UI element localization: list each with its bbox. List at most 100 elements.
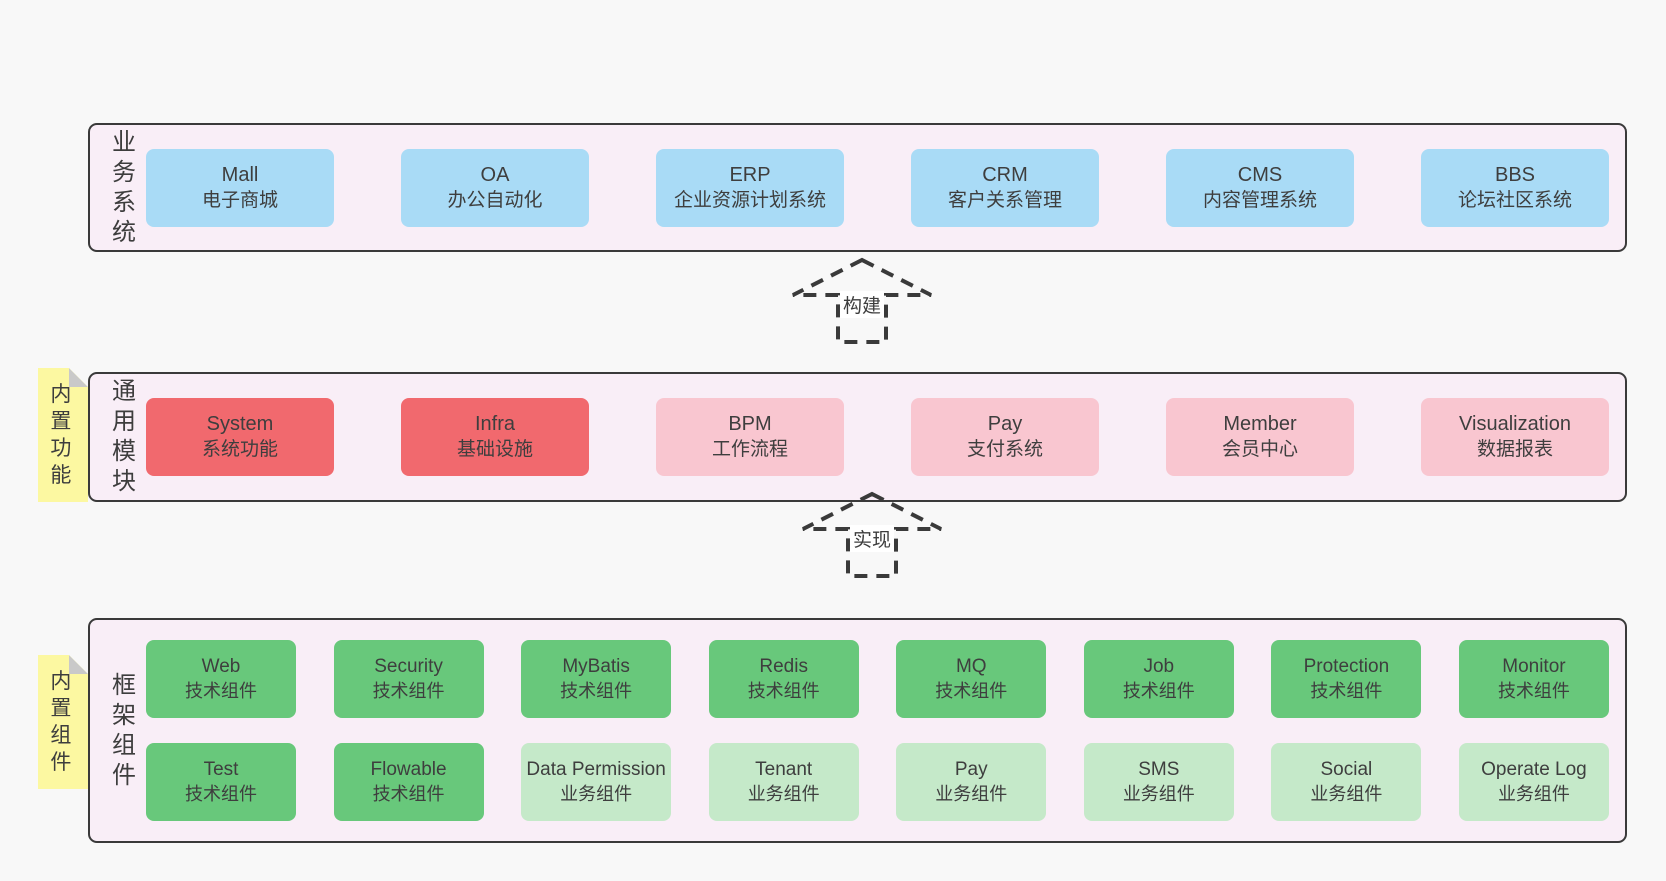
panel-label-business-systems: 业务系统 <box>102 128 146 248</box>
module-box-member: Member 会员中心 <box>1166 398 1354 476</box>
module-box-name: CRM <box>982 163 1028 186</box>
module-box-name: CMS <box>1237 163 1283 186</box>
sticky-note-built-in-features: 内置功能 <box>38 368 88 502</box>
module-box-data-permission: Data Permission 业务组件 <box>521 743 672 821</box>
module-box-name: Social <box>1320 759 1373 780</box>
module-box-desc: 技术组件 <box>185 784 257 804</box>
module-box-desc: 技术组件 <box>372 784 445 804</box>
module-box-infra: Infra 基础设施 <box>401 398 589 476</box>
module-box-pay: Pay 支付系统 <box>911 398 1099 476</box>
module-box-name: Visualization <box>1459 413 1571 435</box>
module-box-desc: 工作流程 <box>711 439 788 460</box>
module-box-redis: Redis 技术组件 <box>708 640 859 718</box>
module-box-cms: CMS 内容管理系统 <box>1166 148 1354 227</box>
module-box-name: ERP <box>729 163 771 186</box>
panel-label-text: 通用模块 <box>111 378 136 495</box>
module-box-desc: 技术组件 <box>1497 681 1570 701</box>
module-box-desc: 会员中心 <box>1221 439 1298 460</box>
module-box-test: Test 技术组件 <box>146 743 296 821</box>
module-box-name: Pay <box>987 413 1023 435</box>
module-box-operate-log: Operate Log 业务组件 <box>1458 743 1609 821</box>
module-box-name: Member <box>1223 413 1297 435</box>
module-box-monitor: Monitor 技术组件 <box>1458 640 1609 718</box>
module-box-desc: 业务组件 <box>1310 784 1383 804</box>
module-box-web: Web 技术组件 <box>146 640 296 718</box>
module-box-desc: 论坛社区系统 <box>1457 189 1572 211</box>
module-box-sms: SMS 业务组件 <box>1083 743 1234 821</box>
module-box-mall: Mall 电子商城 <box>146 148 334 227</box>
module-box-name: Flowable <box>370 759 447 780</box>
module-box-desc: 基础设施 <box>456 439 533 460</box>
module-box-protection: Protection 技术组件 <box>1271 640 1422 718</box>
module-box-tenant: Tenant 业务组件 <box>708 743 859 821</box>
panel-label-framework-components: 框架组件 <box>102 671 146 791</box>
module-box-name: Test <box>203 759 239 780</box>
module-box-name: Pay <box>954 759 988 780</box>
module-box-desc: 企业资源计划系统 <box>673 189 826 211</box>
module-box-desc: 办公自动化 <box>447 189 543 211</box>
module-box-desc: 业务组件 <box>1497 784 1570 804</box>
module-box-name: Security <box>374 656 443 677</box>
implement-arrow-label: 实现 <box>849 525 895 552</box>
module-box-social: Social 业务组件 <box>1271 743 1422 821</box>
module-box-crm: CRM 客户关系管理 <box>911 148 1099 227</box>
module-box-erp: ERP 企业资源计划系统 <box>656 148 844 227</box>
module-box-desc: 技术组件 <box>1310 681 1383 701</box>
module-box-name: Operate Log <box>1481 759 1587 780</box>
module-box-desc: 技术组件 <box>185 681 257 701</box>
module-box-desc: 技术组件 <box>560 681 633 701</box>
module-box-name: Mall <box>221 163 259 186</box>
module-box-name: Infra <box>474 413 516 435</box>
module-box-name: BBS <box>1494 163 1536 186</box>
module-box-desc: 技术组件 <box>935 681 1008 701</box>
module-box-desc: 支付系统 <box>966 439 1043 460</box>
sticky-note-text: 内置功能 <box>50 383 72 487</box>
sticky-note-built-in-components: 内置组件 <box>38 655 88 789</box>
build-arrow: 构建 <box>787 255 937 347</box>
module-box-flowable: Flowable 技术组件 <box>333 743 484 821</box>
module-box-name: Redis <box>759 656 808 677</box>
module-box-visualization: Visualization 数据报表 <box>1421 398 1609 476</box>
panel-label-common-modules: 通用模块 <box>102 377 146 497</box>
module-box-name: Monitor <box>1502 656 1566 677</box>
module-box-name: Data Permission <box>526 759 666 780</box>
module-box-desc: 业务组件 <box>1122 784 1195 804</box>
module-box-name: MyBatis <box>562 656 630 677</box>
module-box-desc: 业务组件 <box>747 784 820 804</box>
module-box-bbs: BBS 论坛社区系统 <box>1421 148 1609 227</box>
module-box-desc: 客户关系管理 <box>947 189 1062 211</box>
build-arrow-label: 构建 <box>839 291 885 318</box>
module-box-desc: 数据报表 <box>1476 439 1553 460</box>
module-box-desc: 内容管理系统 <box>1202 189 1317 211</box>
module-box-job: Job 技术组件 <box>1083 640 1234 718</box>
panel-label-text: 框架组件 <box>111 671 136 789</box>
module-box-name: Tenant <box>755 759 813 780</box>
module-box-name: Job <box>1143 656 1175 677</box>
module-box-desc: 技术组件 <box>372 681 445 701</box>
module-box-desc: 技术组件 <box>1122 681 1195 701</box>
module-box-name: Web <box>201 656 241 677</box>
module-box-desc: 电子商城 <box>201 189 278 211</box>
module-box-desc: 系统功能 <box>201 439 278 460</box>
module-box-mybatis: MyBatis 技术组件 <box>521 640 672 718</box>
module-box-desc: 技术组件 <box>747 681 820 701</box>
module-box-name: Protection <box>1303 656 1390 677</box>
module-box-desc: 业务组件 <box>560 784 633 804</box>
module-box-name: SMS <box>1138 759 1180 780</box>
module-box-security: Security 技术组件 <box>333 640 484 718</box>
